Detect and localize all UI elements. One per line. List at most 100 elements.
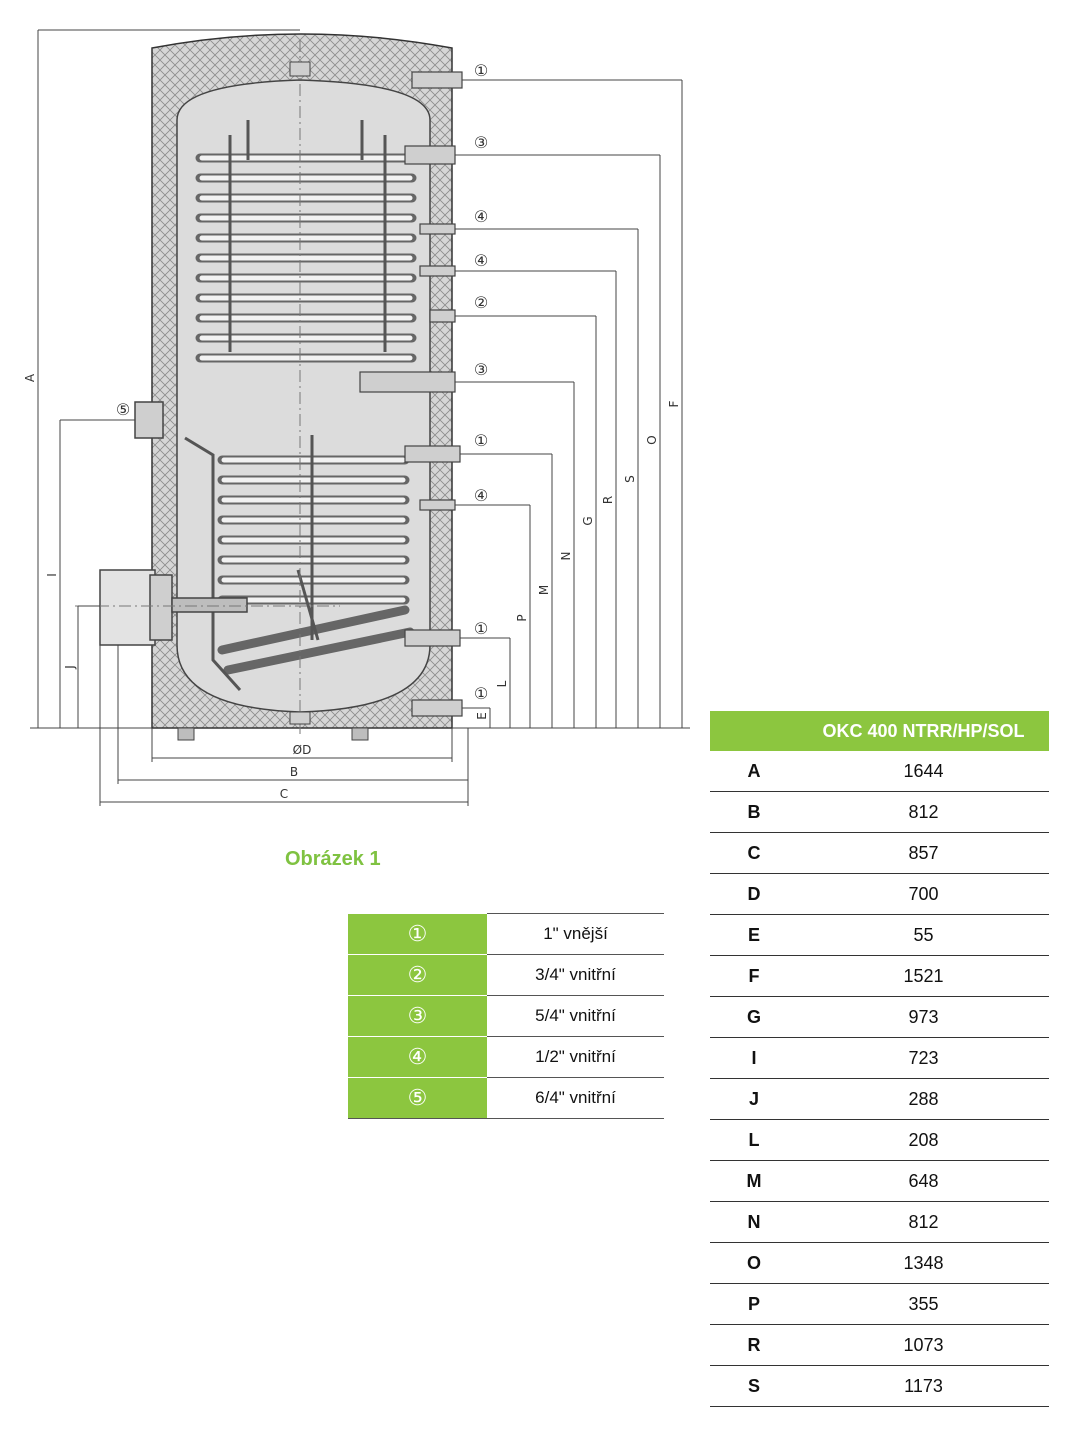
- callout-5: ⑤: [116, 400, 130, 419]
- dim-label-M: M: [537, 585, 551, 595]
- table-row: ⑤ 6/4" vnitřní: [348, 1077, 664, 1119]
- dim-label-J: J: [63, 665, 77, 670]
- dim-label-O: O: [645, 435, 659, 444]
- connection-label: 5/4" vnitřní: [487, 995, 664, 1037]
- dimension-key: P: [710, 1283, 798, 1325]
- table-header-row: OKC 400 NTRR/HP/SOL: [710, 711, 1049, 751]
- dimension-value: 1073: [798, 1324, 1049, 1366]
- table-row: ② 3/4" vnitřní: [348, 954, 664, 996]
- dimension-key: N: [710, 1201, 798, 1243]
- dimension-key: B: [710, 791, 798, 833]
- upper-coil-supports: [228, 120, 387, 352]
- connection-label: 1/2" vnitřní: [487, 1036, 664, 1078]
- connections-table: ① 1" vnější ② 3/4" vnitřní ③ 5/4" vnitřn…: [348, 913, 664, 1119]
- dim-label-A: A: [23, 373, 37, 382]
- dim-label-F: F: [667, 400, 681, 407]
- dimension-value: 1521: [798, 955, 1049, 997]
- connection-label: 6/4" vnitřní: [487, 1077, 664, 1119]
- dimension-key: S: [710, 1365, 798, 1407]
- callout-1-low: ①: [474, 619, 488, 638]
- dimension-value: 1348: [798, 1242, 1049, 1284]
- dimension-key: A: [710, 751, 798, 792]
- upper-coil-highlight: [199, 155, 413, 361]
- dimension-value: 857: [798, 832, 1049, 874]
- dimension-value: 973: [798, 996, 1049, 1038]
- dim-label-P: P: [515, 614, 529, 621]
- table-row: ③ 5/4" vnitřní: [348, 995, 664, 1037]
- dimension-value: 812: [798, 791, 1049, 833]
- top-port: [289, 61, 311, 77]
- connection-symbol: ③: [348, 995, 487, 1037]
- dimension-key: D: [710, 873, 798, 915]
- dimension-key: C: [710, 832, 798, 874]
- right-dimension-lines: [452, 79, 690, 729]
- dim-label-E: E: [475, 712, 489, 720]
- tank-technical-drawing: A B C ØD E F G I J L M N O P R S ① ③ ④ ④…: [23, 29, 690, 806]
- connection-symbol: ④: [348, 1036, 487, 1078]
- dimension-key: E: [710, 914, 798, 956]
- dim-label-C: C: [280, 787, 288, 801]
- sensor-port-5: [134, 401, 164, 439]
- inspection-flange: [99, 569, 248, 646]
- dim-label-S: S: [623, 475, 637, 483]
- callout-1-mid: ①: [474, 431, 488, 450]
- connection-symbol: ②: [348, 954, 487, 996]
- callout-1-bottom: ①: [474, 684, 488, 703]
- dim-label-I: I: [45, 573, 59, 577]
- bottom-port: [289, 711, 311, 725]
- dimension-key: O: [710, 1242, 798, 1284]
- dimension-value: 288: [798, 1078, 1049, 1120]
- table-row: ① 1" vnější: [348, 913, 664, 955]
- dimension-value: 1644: [798, 751, 1049, 792]
- dimension-key: L: [710, 1119, 798, 1161]
- dimension-key-header: [710, 711, 798, 751]
- callout-4-lower: ④: [474, 486, 488, 505]
- dim-label-L: L: [495, 680, 509, 687]
- callout-4-upper-a: ④: [474, 207, 488, 226]
- dimension-value: 1173: [798, 1365, 1049, 1407]
- dimension-value: 55: [798, 914, 1049, 956]
- dimension-key: M: [710, 1160, 798, 1202]
- callout-4-upper-b: ④: [474, 251, 488, 270]
- connection-symbol: ⑤: [348, 1077, 487, 1119]
- dim-label-B: B: [290, 765, 298, 779]
- dim-label-N: N: [559, 552, 573, 561]
- dim-label-D: ØD: [293, 743, 312, 757]
- connection-label: 1" vnější: [487, 913, 664, 955]
- dimension-key: R: [710, 1324, 798, 1366]
- callout-1-top: ①: [474, 61, 488, 80]
- table-row: ④ 1/2" vnitřní: [348, 1036, 664, 1078]
- callout-3-lower: ③: [474, 360, 488, 379]
- dim-label-G: G: [581, 516, 595, 525]
- dimension-key: J: [710, 1078, 798, 1120]
- callout-2: ②: [474, 293, 488, 312]
- figure-caption: Obrázek 1: [285, 848, 381, 870]
- dimension-value: 355: [798, 1283, 1049, 1325]
- connection-label: 3/4" vnitřní: [487, 954, 664, 996]
- model-header: OKC 400 NTRR/HP/SOL: [798, 711, 1049, 751]
- dimension-value: 812: [798, 1201, 1049, 1243]
- dimension-key: G: [710, 996, 798, 1038]
- dimension-value: 723: [798, 1037, 1049, 1079]
- dimension-key: I: [710, 1037, 798, 1079]
- dim-label-R: R: [601, 496, 615, 504]
- feet: [177, 727, 369, 741]
- dimension-value: 648: [798, 1160, 1049, 1202]
- dimension-value: 208: [798, 1119, 1049, 1161]
- left-dimension-lines: [30, 29, 300, 729]
- connection-symbol: ①: [348, 913, 487, 955]
